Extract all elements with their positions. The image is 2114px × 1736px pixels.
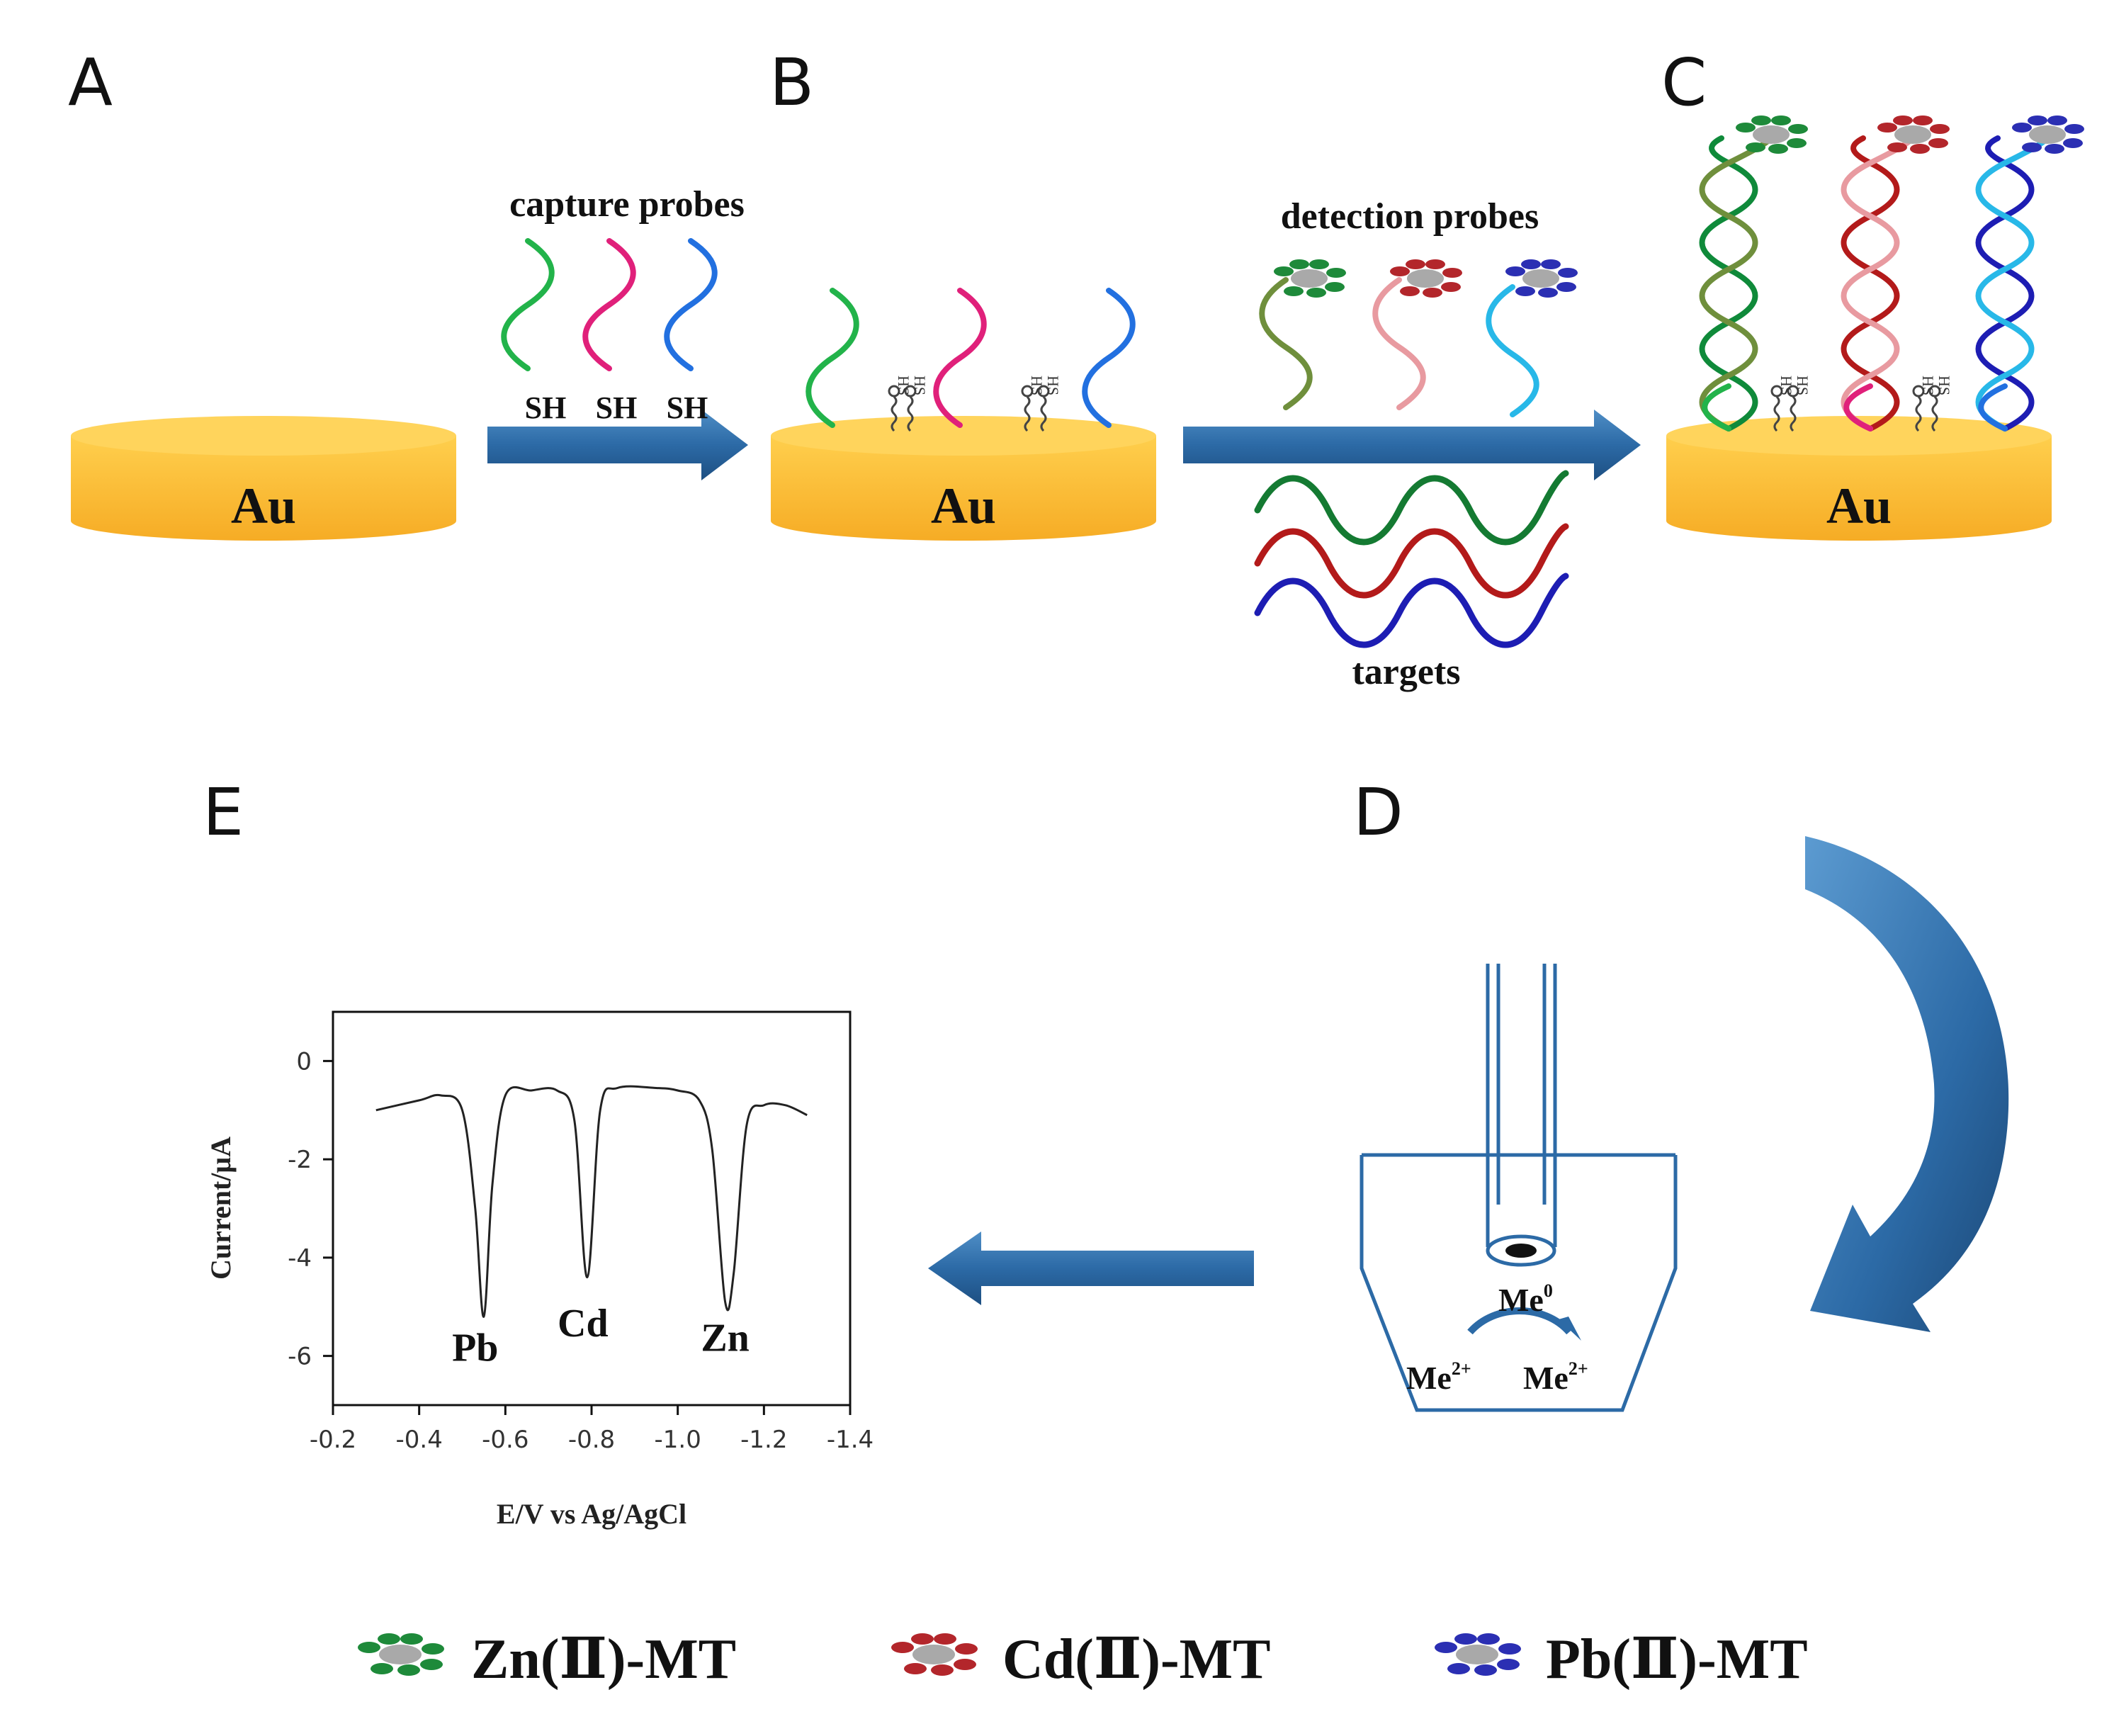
x-axis-label: E/V vs Ag/AgCl <box>497 1498 686 1530</box>
legend-item-cd: Cd(Ⅱ)-MT <box>891 1628 1270 1691</box>
legend-label-pb: Pb(Ⅱ)-MT <box>1546 1628 1808 1691</box>
mch-blockers-c <box>1770 385 1941 432</box>
mch-label: HS <box>1777 376 1795 395</box>
target-red <box>1254 523 1569 599</box>
peak-label-zn: Zn <box>701 1317 750 1360</box>
dsdna-cd <box>1841 135 1916 432</box>
plot-frame <box>332 1010 852 1407</box>
mch-blockers-b <box>888 385 1050 432</box>
immobilized-probe-green <box>806 288 859 428</box>
y-tick-label: -4 <box>288 1244 312 1273</box>
capture-probe-green <box>501 238 555 371</box>
gold-electrode-c: Au <box>1666 416 2052 541</box>
zn-mt-on-duplex <box>1736 115 1808 154</box>
x-tick-label: -1.2 <box>740 1426 787 1454</box>
legend-item-pb: Pb(Ⅱ)-MT <box>1435 1628 1808 1691</box>
me0-label: Me0 <box>1498 1280 1553 1318</box>
redox-arrow <box>1467 1307 1572 1335</box>
target-green <box>1254 470 1569 546</box>
pb-mt-on-duplex <box>2012 115 2084 154</box>
x-tick-label: -0.8 <box>568 1426 615 1454</box>
legend-item-zn: Zn(Ⅱ)-MT <box>358 1628 736 1691</box>
electrode-label: Au <box>1826 478 1892 534</box>
capture-probe-magenta <box>582 238 636 371</box>
target-blue <box>1254 573 1569 648</box>
mch-label: HS <box>1044 376 1062 395</box>
mch-label: HS <box>1919 376 1937 395</box>
mch-label: HS <box>895 376 912 395</box>
electrode-label: Au <box>931 478 996 534</box>
pb-mt-cluster <box>1505 259 1578 298</box>
legend-swatch-zn <box>358 1633 444 1676</box>
mch-label: HS <box>1028 376 1046 395</box>
me2-left-label: Me2+ <box>1406 1358 1471 1396</box>
x-axis-ticks: -0.2 -0.4 -0.6 -0.8 -1.0 -1.2 -1.4 <box>310 1405 874 1454</box>
immobilized-probe-blue <box>1082 288 1136 428</box>
detection-probes-label: detection probes <box>1281 196 1539 237</box>
dsdna-pb <box>1975 135 2050 432</box>
y-axis-ticks: 0 -2 -4 -6 <box>288 1047 333 1371</box>
electrode-disk <box>1505 1244 1537 1258</box>
peak-labels: Pb Cd Zn <box>452 1302 750 1370</box>
arrow-step-1 <box>487 410 748 480</box>
voltammogram-chart: -0.2 -0.4 -0.6 -0.8 -1.0 -1.2 -1.4 0 -2 -4 -6 Pb C… <box>205 1010 874 1530</box>
x-tick-label: -0.2 <box>310 1426 356 1454</box>
electrode-tube <box>1486 964 1557 1247</box>
panel-label-e: E <box>203 774 244 850</box>
dsdna-zn <box>1699 135 1774 432</box>
detection-probe-pb <box>1486 259 1578 417</box>
cd-mt-cluster <box>1390 259 1462 298</box>
detection-probe-zn <box>1259 259 1346 410</box>
me2-right-label: Me2+ <box>1523 1358 1588 1396</box>
legend-label-zn: Zn(Ⅱ)-MT <box>471 1628 736 1691</box>
capture-probe-blue <box>664 238 718 371</box>
sh-label-3: SH <box>667 390 708 425</box>
arrow-d-to-e <box>928 1231 1254 1305</box>
x-tick-label: -1.0 <box>654 1426 701 1454</box>
gold-electrode-a: Au <box>71 416 456 541</box>
mch-label: HS <box>1794 376 1811 395</box>
legend-swatch-pb <box>1435 1633 1521 1676</box>
peak-label-pb: Pb <box>452 1326 498 1370</box>
panel-label-d: D <box>1353 774 1403 850</box>
legend: Zn(Ⅱ)-MT Cd(Ⅱ)-MT <box>358 1628 1808 1691</box>
y-tick-label: 0 <box>296 1047 312 1076</box>
x-tick-label: -0.4 <box>395 1426 442 1454</box>
panel-label-b: B <box>769 45 814 120</box>
y-axis-label: Current/μA <box>205 1137 237 1280</box>
targets-label: targets <box>1352 652 1460 692</box>
zn-mt-cluster <box>1274 259 1346 298</box>
sh-label-1: SH <box>525 390 567 425</box>
arrow-step-2 <box>1183 410 1641 480</box>
mch-label: HS <box>911 376 929 395</box>
mch-label: HS <box>1935 376 1953 395</box>
electrode-label: Au <box>231 478 296 534</box>
voltammogram-curve <box>375 1085 808 1318</box>
capture-probes-label: capture probes <box>509 184 745 225</box>
legend-label-cd: Cd(Ⅱ)-MT <box>1002 1628 1270 1691</box>
gold-electrode-b: Au <box>771 416 1156 541</box>
y-tick-label: -6 <box>288 1343 312 1371</box>
x-tick-label: -1.4 <box>827 1426 874 1454</box>
panel-label-a: A <box>68 45 113 120</box>
detection-probe-cd <box>1372 259 1462 410</box>
x-tick-label: -0.6 <box>482 1426 528 1454</box>
peak-label-cd: Cd <box>558 1302 609 1346</box>
immobilized-probe-magenta <box>933 288 987 428</box>
curved-arrow-to-d <box>1805 836 2009 1332</box>
y-tick-label: -2 <box>288 1146 312 1174</box>
panel-label-c: C <box>1661 45 1707 120</box>
sh-label-2: SH <box>596 390 638 425</box>
electrochemical-cell <box>1360 964 1678 1412</box>
legend-swatch-cd <box>891 1633 978 1676</box>
cd-mt-on-duplex <box>1877 115 1950 154</box>
